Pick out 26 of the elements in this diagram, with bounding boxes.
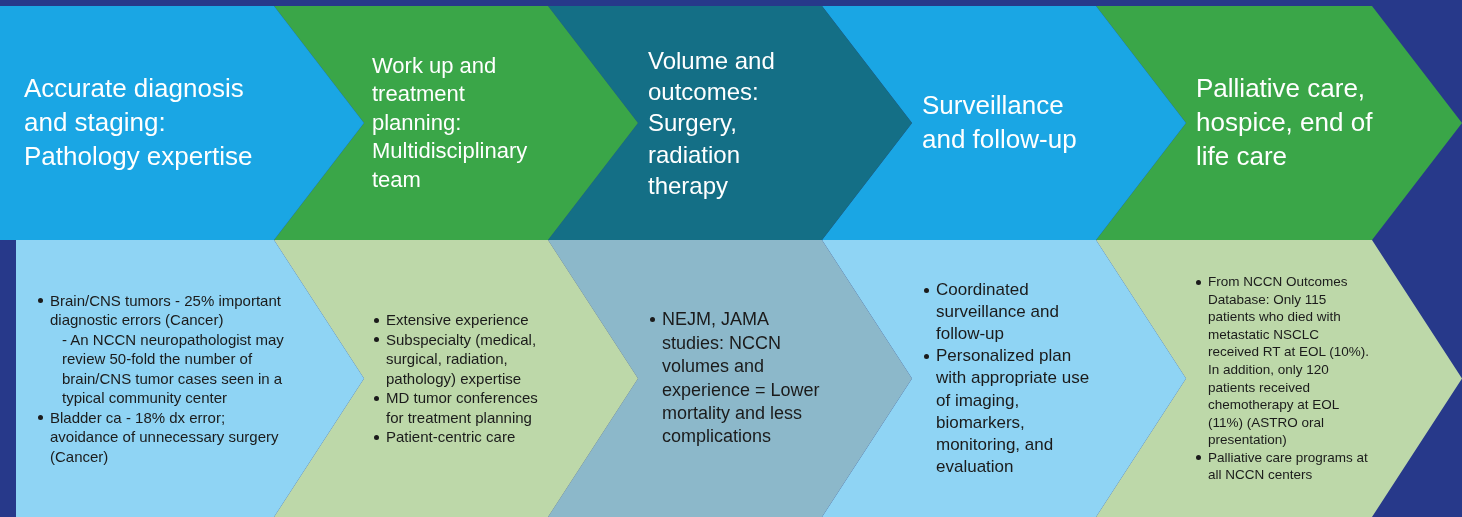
process-step xyxy=(0,6,364,240)
process-step xyxy=(822,6,1186,240)
process-step xyxy=(548,240,912,517)
process-step xyxy=(822,240,1186,517)
bullet-item: Personalized plan with appropriate use of imaging, biomarkers, monitoring, and evaluation xyxy=(922,345,1094,478)
bullet-item: NEJM, JAMA studies: NCCN volumes and experience = Lower mortality and less complications xyxy=(648,308,820,449)
step-heading: Volume and outcomes: Surgery, radiation therapy xyxy=(648,46,776,201)
step-heading: Palliative care, hospice, end of life care xyxy=(1196,72,1374,173)
bullet-item: Subspecialty (medical, surgical, radiation, pathology) expertise xyxy=(372,329,547,389)
sub-item: - An NCCN neuropathologist may review 50-fold the number of brain/CNS tumor cases seen in a typical community center xyxy=(61,329,285,408)
bullet-item: Brain/CNS tumors - 25% important diagnostic errors (Cancer) xyxy=(36,290,286,330)
process-step xyxy=(548,6,912,240)
step-heading: Work up and treatment planning: Multidisciplinary team xyxy=(372,51,529,194)
process-step xyxy=(1096,6,1462,240)
bullet-item: Bladder ca - 18% dx error; avoidance of unnecessary surgery (Cancer) xyxy=(36,407,286,467)
bullet-item: MD tumor conferences for treatment planning xyxy=(372,388,547,428)
bullet-item: Coordinated surveillance and follow-up xyxy=(922,279,1094,346)
step-heading: Surveillance and follow-up xyxy=(922,89,1078,156)
process-step xyxy=(1096,240,1462,517)
step-heading: Accurate diagnosis and staging: Pathology expertise xyxy=(24,72,254,173)
bullet-item: From NCCN Outcomes Database: Only 115 patients who died with metastatic NSCLC received RT at EOL (10%). In addition, only 120 patients received chemotherapy at EOL (11%) (ASTRO oral presentation) xyxy=(1194,273,1372,449)
process-step xyxy=(274,6,638,240)
process-step xyxy=(16,240,364,517)
bullet-item: Extensive experience xyxy=(372,310,547,330)
bullet-item: Palliative care programs at all NCCN centers xyxy=(1194,448,1372,484)
bullet-item: Patient-centric care xyxy=(372,427,547,447)
